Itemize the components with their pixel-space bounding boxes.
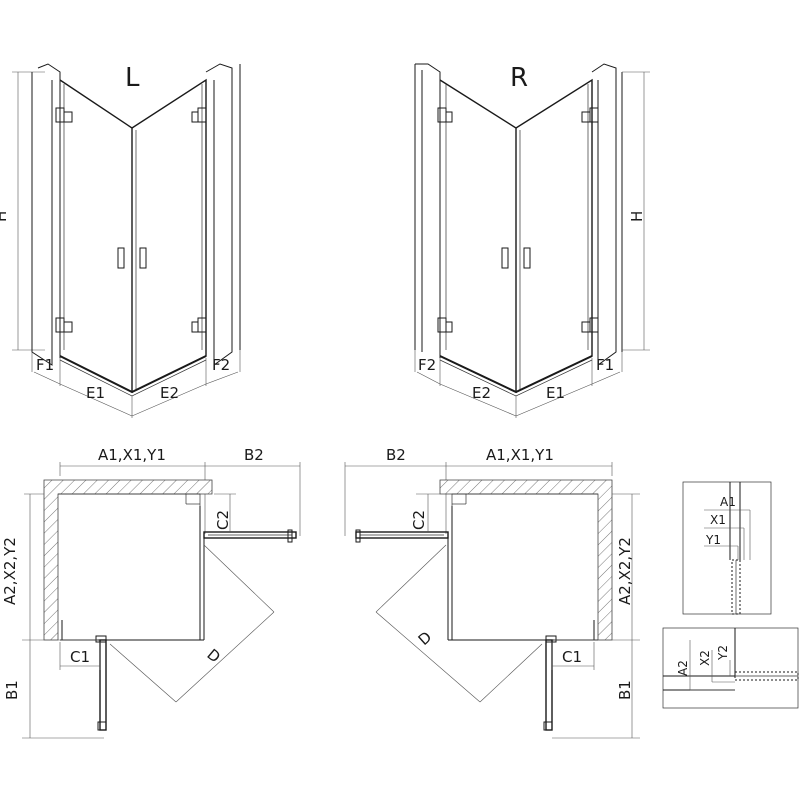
dim-e2-right: E2 <box>472 384 491 402</box>
detail-bottom: A2 X2 Y2 <box>662 627 799 709</box>
dim-f1-left: F1 <box>36 356 54 374</box>
dim-b1-left: B1 <box>3 680 21 700</box>
view-label-left: L <box>125 63 140 93</box>
dim-c2-right: C2 <box>410 510 428 530</box>
detail-a1: A1 <box>720 495 736 509</box>
dim-side-height-left: A2,X2,Y2 <box>1 537 19 605</box>
dim-b1-right: B1 <box>616 680 634 700</box>
dim-f1-right: F1 <box>596 356 614 374</box>
plan-left: A1,X1,Y1 B2 A2,X2,Y2 C2 C1 <box>1 446 301 739</box>
dim-e1-left: E1 <box>86 384 105 402</box>
dim-c2-left: C2 <box>214 510 232 530</box>
dim-b2-right: B2 <box>386 446 406 464</box>
plan-right: B2 A1,X1,Y1 A2,X2,Y2 C2 C1 <box>344 446 640 739</box>
elevation-left: L H <box>0 63 241 418</box>
dim-f2-left: F2 <box>212 356 230 374</box>
height-label-left: H <box>0 211 10 222</box>
height-label-right: H <box>628 211 646 222</box>
dim-top-width-right: A1,X1,Y1 <box>486 446 554 464</box>
dim-top-width-left: A1,X1,Y1 <box>98 446 166 464</box>
detail-y1: Y1 <box>705 533 721 547</box>
detail-a2: A2 <box>676 660 690 676</box>
dim-diagonal-right: D <box>415 628 436 649</box>
detail-x1: X1 <box>710 513 726 527</box>
dim-f2-right: F2 <box>418 356 436 374</box>
detail-x2: X2 <box>698 650 712 666</box>
elevation-right: R H <box>414 63 650 418</box>
dim-side-height-right: A2,X2,Y2 <box>616 537 634 605</box>
dim-c1-right: C1 <box>562 648 582 666</box>
dim-b2-left: B2 <box>244 446 264 464</box>
dim-c1-left: C1 <box>70 648 90 666</box>
dim-e1-right: E1 <box>546 384 565 402</box>
dim-diagonal-left: D <box>203 645 223 666</box>
detail-top: A1 X1 Y1 <box>682 481 772 615</box>
view-label-right: R <box>510 63 528 93</box>
detail-y2: Y2 <box>716 645 730 661</box>
dim-e2-left: E2 <box>160 384 179 402</box>
